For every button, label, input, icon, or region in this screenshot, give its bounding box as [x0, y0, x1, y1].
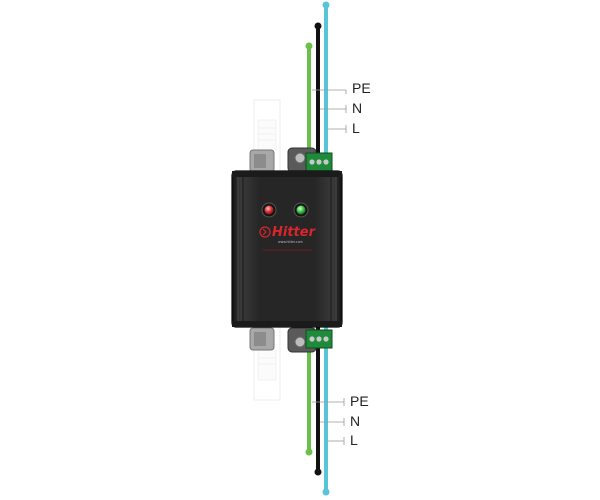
brand-name: Hitter [272, 225, 317, 240]
wire-n-end-top [314, 22, 322, 30]
label-n-top: N [352, 100, 362, 116]
wire-pe-end-top [305, 42, 313, 50]
din-rail-ghost [253, 99, 281, 401]
surge-protector-body [231, 170, 343, 328]
top-terminal-block [287, 147, 333, 173]
led-power-indicator [293, 202, 309, 218]
wire-l-end-bottom [322, 488, 330, 496]
mount-clip-top [249, 149, 275, 173]
brand-logo: Hitter www.hitter.com [259, 225, 317, 251]
brand-website: www.hitter.com [278, 240, 303, 244]
top-terminal-labels: PE N L [312, 80, 371, 136]
wire-l-end-top [322, 1, 330, 9]
bottom-terminal-block [287, 327, 333, 353]
wire-pe-end-bottom [305, 448, 313, 456]
label-pe-bottom: PE [350, 393, 369, 409]
label-l-bottom: L [350, 432, 358, 448]
bottom-terminal-labels: PE N L [312, 393, 369, 448]
label-n-bottom: N [350, 413, 360, 429]
wire-n-end-bottom [314, 468, 322, 476]
label-pe-top: PE [352, 80, 371, 96]
led-fault-indicator [261, 202, 277, 218]
mount-clip-bottom [249, 327, 275, 351]
label-l-top: L [352, 120, 360, 136]
